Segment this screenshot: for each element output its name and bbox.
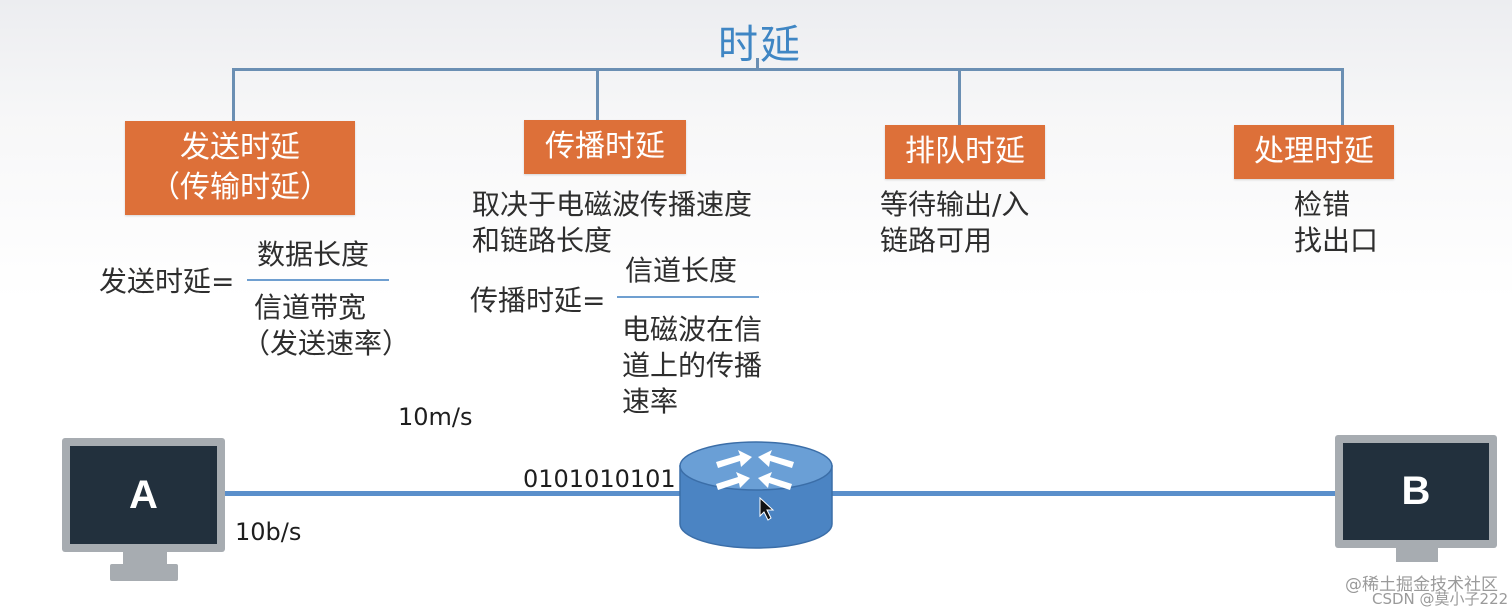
category-box-queuing-delay: 排队时延: [885, 125, 1045, 179]
host-b-monitor: B: [1335, 435, 1497, 548]
watermark-csdn: CSDN @莫小子222: [1372, 590, 1509, 608]
tree-branch-1: [232, 68, 235, 122]
description-line: 检错: [1294, 188, 1351, 221]
category-sublabel: （传输时延）: [150, 170, 330, 205]
denominator-line: （发送速率）: [242, 327, 411, 360]
host-a-monitor: A: [62, 438, 225, 552]
queuing-description: 等待输出/入 链路可用: [880, 187, 1029, 259]
bitstream-label: 0101010101: [523, 465, 676, 493]
signal-speed-label: 10m/s: [398, 403, 473, 431]
denominator-line: 电磁波在信: [622, 313, 763, 346]
propagation-description: 取决于电磁波传播速度 和链路长度: [472, 187, 752, 259]
tree-branch-3: [958, 68, 961, 126]
category-box-propagation-delay: 传播时延: [524, 120, 686, 174]
description-line: 链路可用: [880, 224, 993, 257]
category-label: 排队时延: [905, 134, 1025, 169]
host-a-screen: A: [70, 446, 217, 544]
denominator-line: 道上的传播: [622, 349, 763, 382]
formula-prop-denominator: 电磁波在信 道上的传播 速率: [622, 312, 762, 420]
description-line: 等待输出/入: [880, 188, 1030, 221]
formula-prop-numerator: 信道长度: [625, 254, 738, 287]
category-label: 发送时延: [180, 130, 300, 165]
description-line: 取决于电磁波传播速度: [472, 188, 753, 221]
tree-branch-4: [1341, 68, 1344, 126]
transmission-rate-label: 10b/s: [235, 518, 302, 546]
formula-prop-fraction-line: [617, 296, 759, 298]
category-label: 处理时延: [1254, 134, 1374, 169]
diagram-title: 时延: [718, 22, 802, 68]
category-label: 传播时延: [545, 129, 665, 164]
formula-send-lhs: 发送时延=: [99, 265, 235, 298]
formula-send-denominator: 信道带宽 （发送速率）: [242, 290, 410, 362]
watermark-juejin: @稀土掘金技术社区: [1345, 575, 1498, 595]
formula-prop-lhs: 传播时延=: [470, 284, 606, 317]
category-box-transmission-delay: 发送时延 （传输时延）: [125, 121, 355, 215]
router-icon: [679, 441, 833, 549]
host-a-base: [110, 564, 178, 581]
host-b-stand: [1396, 548, 1438, 562]
tree-horizontal-line: [232, 68, 1344, 71]
host-a-stand: [123, 552, 167, 564]
host-b-screen: B: [1343, 443, 1489, 540]
denominator-line: 信道带宽: [254, 291, 367, 324]
description-line: 和链路长度: [472, 224, 613, 257]
description-line: 找出口: [1294, 224, 1379, 257]
processing-description: 检错 找出口: [1294, 187, 1378, 259]
category-box-processing-delay: 处理时延: [1234, 125, 1394, 179]
formula-send-fraction-line: [247, 279, 389, 281]
tree-branch-2: [596, 68, 599, 120]
denominator-line: 速率: [622, 385, 679, 418]
tree-trunk: [756, 58, 759, 70]
formula-send-numerator: 数据长度: [257, 238, 370, 271]
